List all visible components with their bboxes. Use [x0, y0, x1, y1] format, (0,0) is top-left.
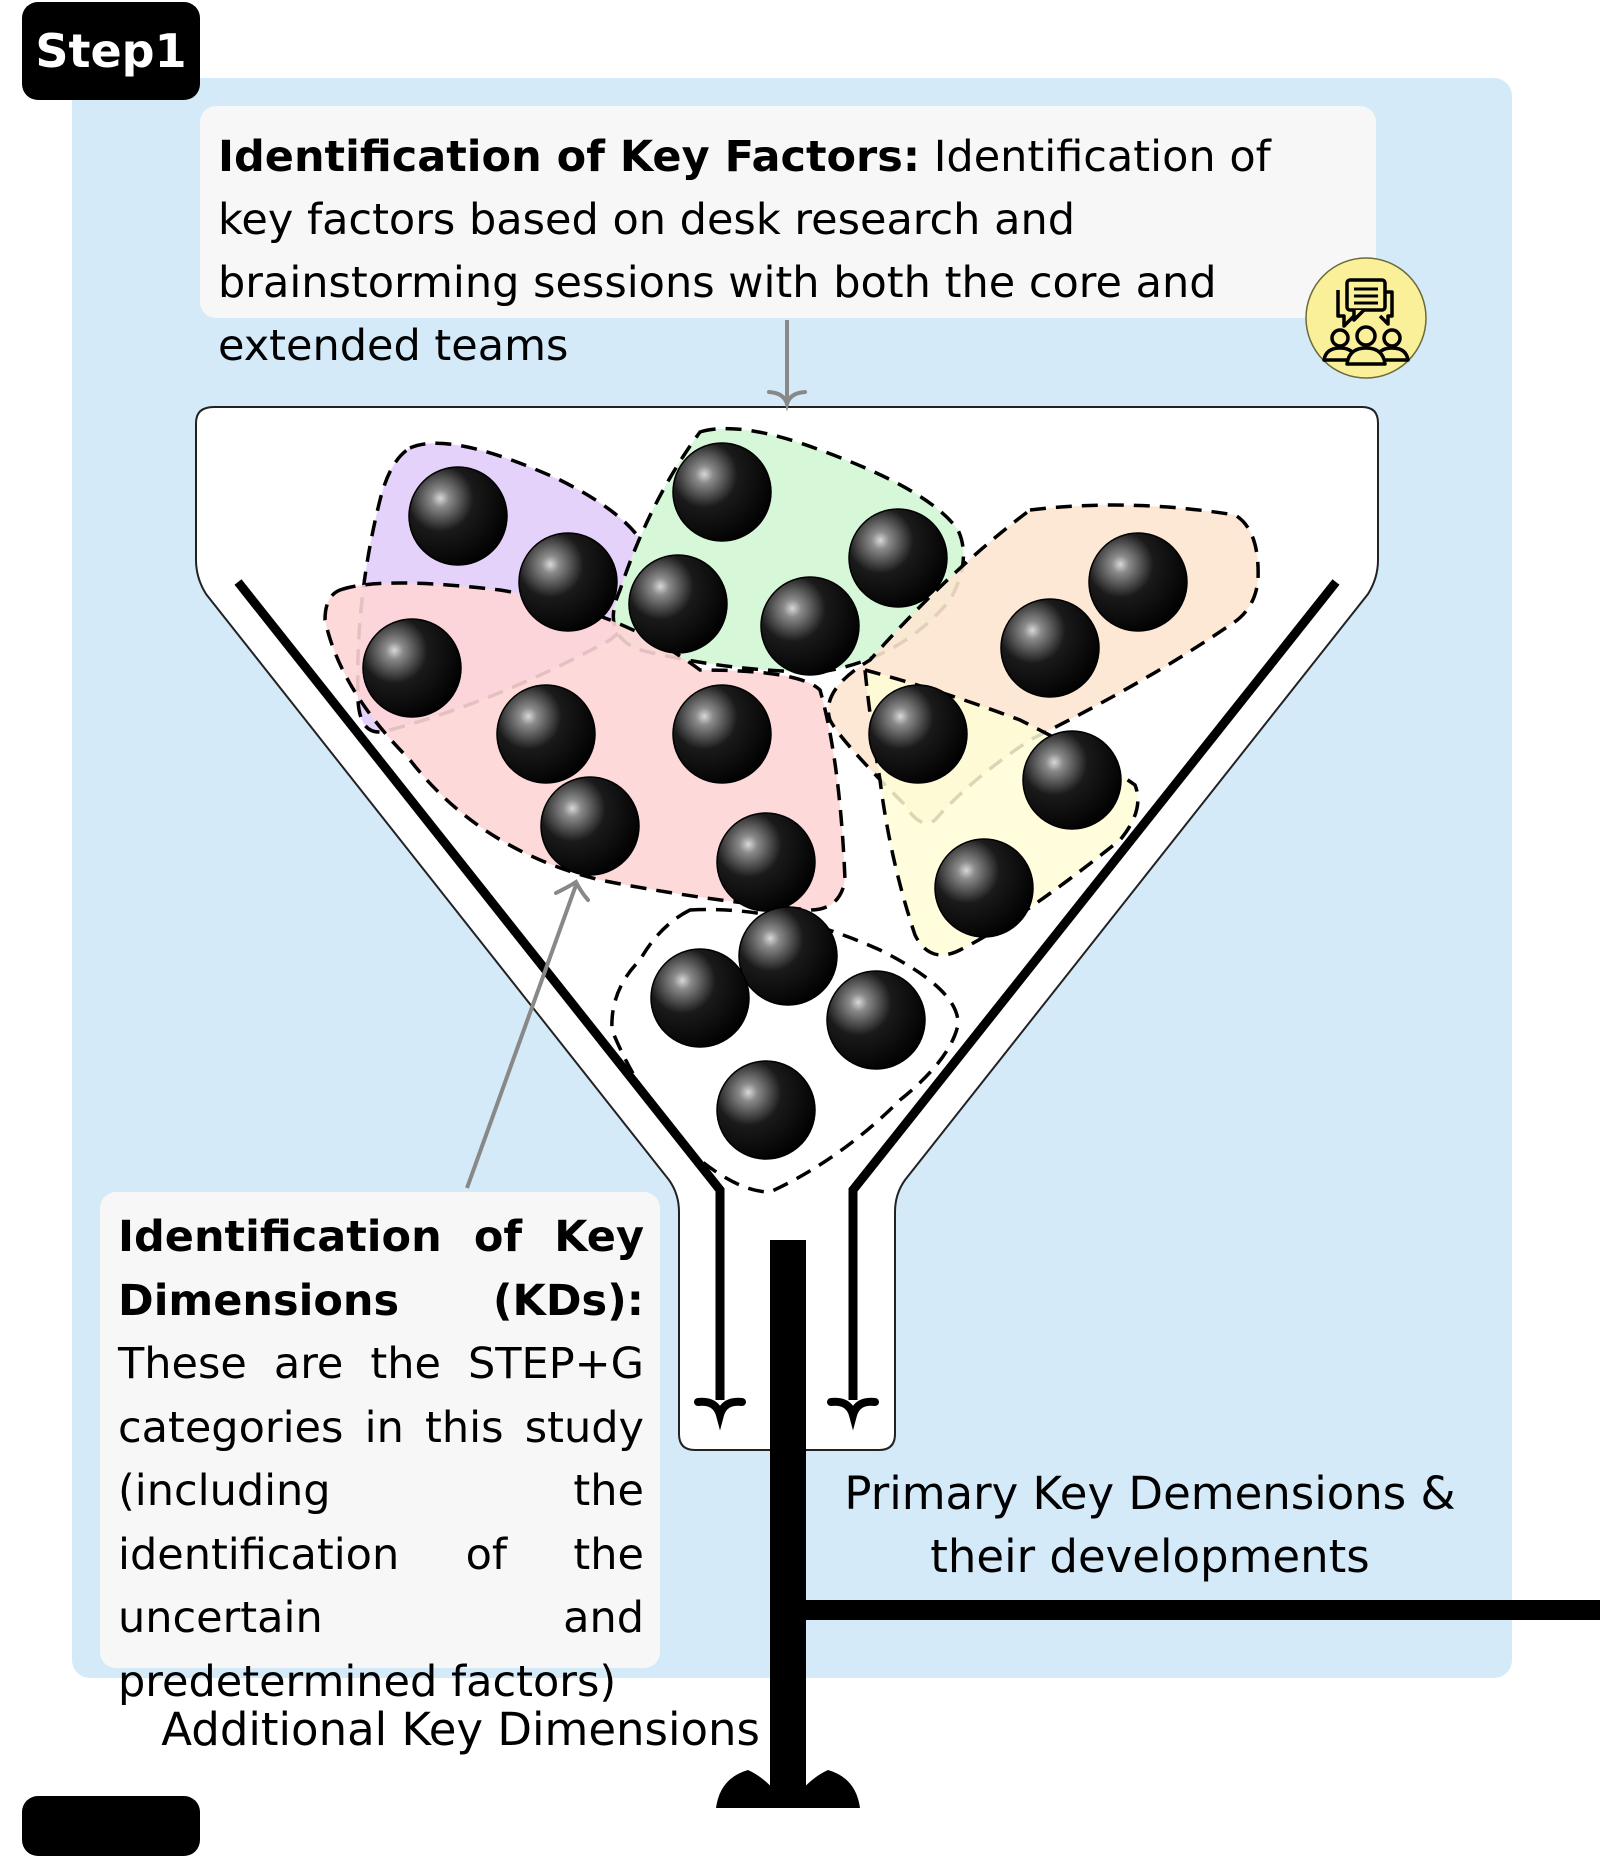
factor-ball-green: [672, 442, 772, 542]
factor-ball-white: [650, 948, 750, 1048]
left-output-arrowhead: [694, 1397, 746, 1431]
factor-ball-purple: [518, 532, 618, 632]
key-factors-title: Identification of Key Factors:: [218, 132, 921, 182]
key-factors-box: Identification of Key Factors: Identific…: [200, 106, 1376, 371]
primary-key-dimensions-label: Primary Key Demensions & their developme…: [844, 1467, 1456, 1583]
factor-ball-purple: [408, 466, 508, 566]
team-discussion-icon: [1304, 256, 1428, 380]
kd-to-cluster-arrowhead: [554, 879, 590, 902]
key-dimensions-title: Identification of Key Dimensions (KDs):: [118, 1212, 644, 1326]
factor-ball-yellow: [934, 838, 1034, 938]
funnel-diagram: [195, 320, 1600, 1808]
factor-ball-red: [672, 684, 772, 784]
primary-branch-bar: [800, 1600, 1600, 1620]
right-output-arrowhead: [827, 1397, 879, 1431]
factors-to-funnel-arrowhead: [767, 390, 807, 412]
factor-ball-white: [826, 970, 926, 1070]
factor-ball-green: [628, 554, 728, 654]
factor-ball-yellow: [1022, 730, 1122, 830]
key-factors-body: Identification of key factors based on d…: [218, 132, 1271, 371]
factor-ball-red: [540, 776, 640, 876]
factor-ball-orange: [1088, 532, 1188, 632]
ball-group: [362, 442, 1188, 1160]
factor-ball-purple: [362, 618, 462, 718]
funnel-inner-left-line: [234, 579, 725, 1400]
key-dimensions-body: These are the STEP+G categories in this …: [118, 1339, 644, 1707]
factor-ball-white: [716, 1060, 816, 1160]
factor-ball-red: [496, 684, 596, 784]
main-output-arrowhead: [716, 1770, 860, 1808]
step-badge: Step1: [22, 2, 200, 100]
funnel-inner-right-line: [848, 579, 1340, 1400]
key-dimensions-box: Identification of Key Dimensions (KDs): …: [100, 1192, 660, 1707]
factor-ball-red: [716, 812, 816, 912]
factor-ball-orange: [1000, 598, 1100, 698]
factor-ball-green: [848, 508, 948, 608]
main-output-bar: [770, 1240, 806, 1808]
additional-key-dimensions-label: Additional Key Dimensions: [161, 1703, 760, 1756]
kd-to-cluster-arrow: [465, 884, 578, 1189]
factor-ball-green: [760, 576, 860, 676]
factor-ball-white: [738, 906, 838, 1006]
factor-ball-orange: [868, 684, 968, 784]
